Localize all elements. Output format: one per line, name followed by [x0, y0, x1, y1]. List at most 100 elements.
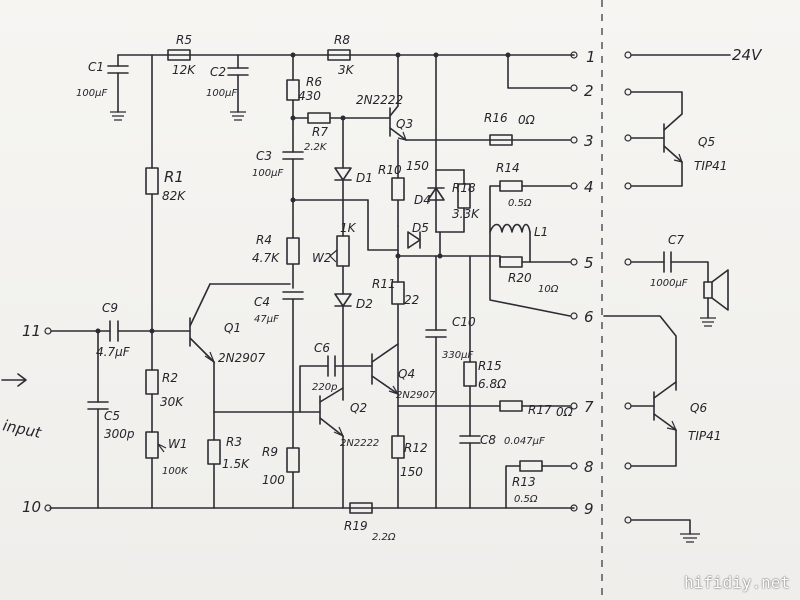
terminal-10-label: 10 [22, 498, 41, 516]
q3-value: 2N2222 [356, 93, 403, 107]
r20-value: 10Ω [538, 284, 559, 295]
l1-ref: L1 [534, 225, 548, 239]
r11-value: 22 [404, 293, 419, 307]
r11-resistor [391, 255, 405, 437]
r19-value: 2.2Ω [372, 532, 396, 543]
c10-value: 330μF [442, 350, 473, 361]
c1-ref: C1 [88, 60, 104, 74]
q2-transistor [289, 387, 345, 509]
r4-resistor [286, 237, 300, 289]
c8-capacitor [459, 435, 481, 509]
q6-ref: Q6 [690, 401, 707, 415]
c1-value: 100μF [76, 88, 107, 99]
r2-value: 30K [160, 395, 184, 409]
supply-label: 24V [732, 46, 763, 64]
terminal-column [570, 51, 578, 512]
terminal-8 [570, 462, 578, 470]
r20-resistor [499, 255, 571, 268]
d4-diode [427, 54, 445, 233]
q5-value: TIP41 [694, 159, 727, 173]
c4-value: 47μF [254, 314, 279, 325]
r6-resistor [286, 54, 300, 119]
c1-capacitor [107, 54, 129, 121]
terminal-2-wire [507, 54, 571, 89]
terminal-9-label: 9 [584, 500, 594, 518]
terminal-2-label: 2 [584, 82, 594, 100]
c2-capacitor [227, 54, 249, 121]
r13-resistor [505, 460, 571, 509]
terminal-11-label: 11 [22, 322, 41, 340]
c8-ref: C8 [480, 433, 496, 447]
terminal-9 [570, 504, 578, 512]
c9-value: 4.7μF [96, 345, 131, 359]
r19-resistor [349, 502, 373, 514]
c7-value: 1000μF [650, 278, 688, 289]
r18-ref: R18 [452, 181, 476, 195]
r5-ref: R5 [176, 33, 192, 47]
q4-value: 2N2907 [396, 390, 436, 401]
r13-ref: R13 [512, 475, 536, 489]
terminal-1 [570, 51, 578, 59]
r11-ref: R11 [372, 277, 396, 291]
r3-value: 1.5K [222, 457, 250, 471]
c3-capacitor [282, 117, 304, 239]
supply-label-wire [624, 51, 731, 59]
c5-value: 300p [104, 427, 135, 441]
c3-ref: C3 [256, 149, 272, 163]
r7-value: 2.2K [304, 142, 328, 153]
q3-ref: Q3 [396, 117, 413, 131]
q2-ref: Q2 [350, 401, 367, 415]
r9-resistor [286, 447, 300, 509]
q4-ref: Q4 [398, 367, 415, 381]
r10-resistor [391, 139, 405, 227]
r4-value: 4.7K [252, 251, 280, 265]
r3-ref: R3 [226, 435, 242, 449]
r17-resistor [397, 400, 571, 412]
l1-inductor [489, 223, 531, 263]
c6-capacitor [299, 355, 373, 413]
r17-value: 0Ω [556, 405, 574, 419]
r19-ref: R19 [344, 519, 368, 533]
terminal-6-label: 6 [584, 308, 594, 326]
r12-resistor [391, 435, 405, 509]
d5-diode [397, 225, 421, 257]
terminal-3 [570, 136, 578, 144]
q1-ref: Q1 [224, 321, 241, 335]
terminal-5 [570, 258, 578, 266]
r8-ref: R8 [334, 33, 350, 47]
q2-value: 2N2222 [340, 438, 379, 449]
c6-ref: C6 [314, 341, 330, 355]
r16-ref: R16 [484, 111, 508, 125]
q4-transistor [371, 343, 400, 396]
terminal-7 [570, 402, 578, 410]
d2-diode [334, 293, 352, 401]
r6-ref: R6 [306, 75, 322, 89]
w1-ref: W1 [168, 437, 188, 451]
d1-ref: D1 [356, 171, 373, 185]
r2-ref: R2 [162, 371, 178, 385]
terminal-4 [570, 182, 578, 190]
input-arrow-icon [1, 373, 27, 387]
w2-potentiometer [329, 199, 350, 295]
d2-ref: D2 [356, 297, 373, 311]
c4-ref: C4 [254, 295, 270, 309]
terminal-6 [570, 312, 578, 320]
d4-ref: D4 [414, 193, 431, 207]
q5-ref: Q5 [698, 135, 715, 149]
c2-ref: C2 [210, 65, 226, 79]
r14-value: 0.5Ω [508, 198, 532, 209]
c4-capacitor [282, 291, 304, 449]
r3-resistor [207, 411, 221, 509]
r16-value: 0Ω [518, 113, 536, 127]
r14-ref: R14 [496, 161, 520, 175]
r1-ref: R1 [164, 168, 184, 186]
r5-value: 12K [172, 63, 196, 77]
q1-transistor [189, 283, 291, 413]
r15-resistor [463, 255, 477, 437]
terminal-7-label: 7 [584, 398, 594, 416]
c10-ref: C10 [452, 315, 476, 329]
r7-ref: R7 [312, 125, 328, 139]
r15-ref: R15 [478, 359, 502, 373]
w2-ref: W2 [312, 251, 332, 265]
